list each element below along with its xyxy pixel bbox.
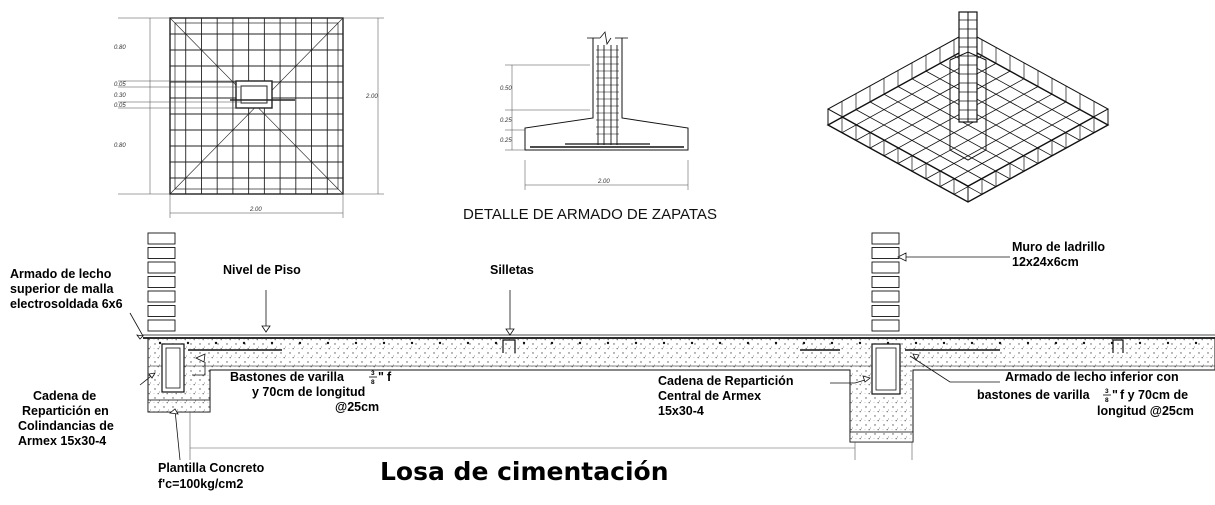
plantilla-left — [147, 399, 211, 413]
plan-dim-gap2: 0.05 — [114, 103, 126, 109]
svg-text:15x30-4: 15x30-4 — [658, 404, 704, 418]
label-muro-ladrillo: Muro de ladrillo 12x24x6cm — [1012, 240, 1105, 269]
svg-text:Colindancias de: Colindancias de — [18, 419, 114, 433]
plan-width-dimension — [169, 194, 344, 218]
svg-text:8: 8 — [1105, 397, 1109, 404]
svg-text:electrosoldada 6x6: electrosoldada 6x6 — [10, 297, 123, 311]
svg-text:@25cm: @25cm — [335, 400, 379, 414]
svg-text:y 70cm de longitud: y 70cm de longitud — [252, 385, 365, 399]
svg-text:f: f — [387, 370, 392, 384]
section-width-dimension — [524, 160, 689, 190]
svg-text:f'c=100kg/cm2: f'c=100kg/cm2 — [158, 477, 243, 491]
svg-text:Armex 15x30-4: Armex 15x30-4 — [18, 434, 106, 448]
svg-text:12x24x6cm: 12x24x6cm — [1012, 255, 1079, 269]
svg-text:Plantilla Concreto: Plantilla Concreto — [158, 461, 265, 475]
cadena-left — [161, 343, 185, 393]
drawing-title: Losa de cimentación — [380, 457, 669, 486]
plan-dim-height: 2.00 — [365, 94, 378, 100]
plan-vertical-dimension — [118, 17, 240, 195]
section-dim-slope: 0.25 — [500, 118, 512, 124]
svg-text:3: 3 — [1105, 388, 1109, 395]
svg-text:superior de malla: superior de malla — [10, 282, 115, 296]
footing-plan-view: 0.80 0.05 0.30 0.05 0.80 2.00 2.00 — [114, 17, 384, 218]
svg-text:Central de Armex: Central de Armex — [658, 389, 761, 403]
svg-text:longitud @25cm: longitud @25cm — [1097, 404, 1194, 418]
section-dim-width: 2.00 — [597, 179, 610, 185]
svg-text:Muro de ladrillo: Muro de ladrillo — [1012, 240, 1105, 254]
svg-text:Repartición en: Repartición en — [22, 404, 109, 418]
break-line-icon — [599, 31, 612, 46]
svg-text:f y 70cm de: f y 70cm de — [1120, 388, 1188, 402]
label-silletas: Silletas — [490, 263, 534, 277]
svg-text:Armado de lecho inferior con: Armado de lecho inferior con — [1005, 370, 1179, 384]
brick-wall-left — [147, 232, 176, 332]
svg-text:bastones de varilla: bastones de varilla — [977, 388, 1091, 402]
section-vertical-dimension — [505, 64, 590, 151]
label-armado-superior: Armado de lecho superior de malla electr… — [10, 267, 123, 311]
svg-text:Bastones de varilla: Bastones de varilla — [230, 370, 345, 384]
label-cadena-central: Cadena de Repartición Central de Armex 1… — [658, 374, 793, 418]
section-caption: DETALLE DE ARMADO DE ZAPATAS — [463, 206, 717, 223]
svg-text:8: 8 — [371, 379, 375, 386]
leader-lines — [129, 252, 1010, 461]
svg-text:": " — [1112, 388, 1118, 402]
silleta-2 — [1112, 339, 1124, 353]
svg-text:3: 3 — [371, 370, 375, 377]
silleta-1 — [502, 339, 516, 353]
brick-wall-right — [871, 232, 900, 332]
plan-dim-top: 0.80 — [114, 45, 126, 51]
footing-isometric-view — [826, 11, 1110, 203]
label-bastones-left: Bastones de varilla 3 8 " f y 70cm de lo… — [230, 370, 392, 414]
svg-text:Cadena de Repartición: Cadena de Repartición — [658, 374, 793, 388]
svg-text:Armado de lecho: Armado de lecho — [10, 267, 112, 281]
label-nivel-piso: Nivel de Piso — [223, 263, 301, 277]
label-armado-inferior: Armado de lecho inferior con bastones de… — [977, 370, 1194, 418]
label-cadena-colindancias: Cadena de Repartición en Colindancias de… — [18, 389, 114, 448]
plan-dim-width: 2.00 — [249, 207, 262, 213]
plan-dim-gap1: 0.05 — [114, 82, 126, 88]
footing-section-detail: 0.50 0.25 0.25 2.00 — [500, 31, 689, 190]
cadena-center — [871, 343, 901, 395]
section-dim-base: 0.25 — [500, 138, 512, 144]
plan-dim-bottom: 0.80 — [114, 143, 126, 149]
label-plantilla: Plantilla Concreto f'c=100kg/cm2 — [158, 461, 265, 491]
plantilla-center — [849, 431, 914, 443]
plan-dim-mid: 0.30 — [114, 93, 126, 99]
svg-text:": " — [378, 370, 384, 384]
plan-height-dimension — [340, 17, 384, 195]
slab-section — [143, 232, 1215, 460]
section-dim-col: 0.50 — [500, 86, 512, 92]
svg-text:Cadena de: Cadena de — [33, 389, 96, 403]
